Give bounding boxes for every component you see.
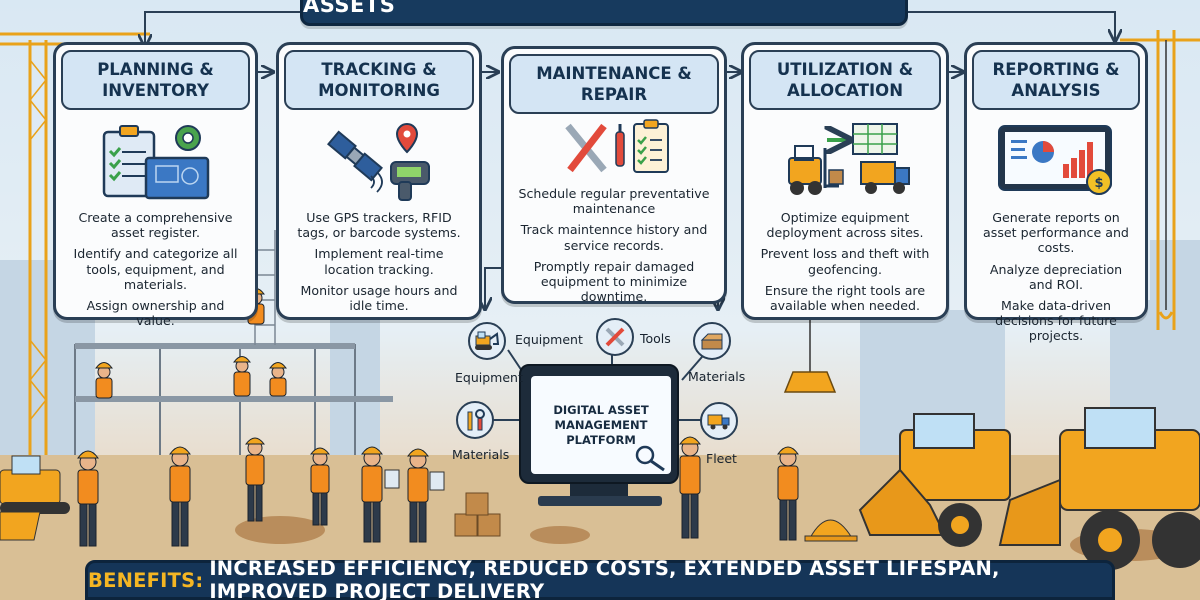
- node-label-equipment-top: Equipment: [515, 332, 583, 347]
- card-description: Generate reports on asset performance an…: [967, 210, 1145, 344]
- card-line: Optimize equipment deployment across sit…: [766, 210, 924, 241]
- card-maintenance-repair: MAINTENANCE & REPAIR Schedule regular pr…: [501, 46, 727, 304]
- card-heading: TRACKING & MONITORING: [284, 50, 474, 110]
- card-planning-inventory: PLANNING & INVENTORY Create a comprehens…: [53, 42, 258, 328]
- infographic-title: HOW CONTRACTORS CAN MANAGE VALUABLE ASSE…: [300, 0, 908, 26]
- card-line: Monitor usage hours and idle time.: [300, 282, 458, 314]
- monitor-base: [538, 496, 662, 506]
- satellite-gps-scanner-icon: [326, 122, 430, 201]
- hand-tools-icon: [456, 401, 494, 439]
- card-line: Identify and categorize all tools, equip…: [73, 246, 238, 292]
- card-line: Schedule regular preventative maintenanc…: [518, 186, 710, 217]
- svg-text:$: $: [1094, 176, 1103, 191]
- card-description: Optimize equipment deployment across sit…: [744, 210, 946, 313]
- card-line: Implement real-time location tracking.: [314, 246, 444, 277]
- card-heading: UTILIZATION & ALLOCATION: [749, 50, 941, 110]
- card-line: Generate reports on asset performance an…: [983, 210, 1129, 256]
- card-heading: PLANNING & INVENTORY: [61, 50, 250, 110]
- node-label-materials-right: Materials: [688, 369, 746, 384]
- card-line: Analyze depreciation and ROI.: [989, 261, 1123, 292]
- node-equipment-top: [468, 322, 506, 360]
- card-line: Create a comprehensive asset register.: [78, 210, 233, 241]
- card-line: Assign ownership and value.: [86, 298, 225, 329]
- tools-icon: [596, 318, 634, 356]
- node-materials-left: [456, 401, 494, 439]
- card-heading: MAINTENANCE & REPAIR: [509, 54, 719, 114]
- card-line: Track maintennce history and service rec…: [520, 222, 708, 253]
- tablet-charts-dollar-icon: $: [998, 125, 1112, 195]
- truck-icon: [700, 402, 738, 440]
- wrench-screwdriver-checklist-icon: [565, 119, 669, 173]
- card-utilization-allocation: UTILIZATION & ALLOCATION Optimize equipm…: [741, 42, 949, 320]
- card-description: Create a comprehensive asset register. I…: [56, 210, 255, 328]
- node-tools: [596, 318, 634, 356]
- node-label-equipment-left: Equipment: [455, 370, 523, 385]
- node-label-tools: Tools: [640, 331, 671, 346]
- card-heading: REPORTING & ANALYSIS: [972, 50, 1140, 110]
- excavator-icon: [468, 322, 506, 360]
- benefits-text: INCREASED EFFICIENCY, REDUCED COSTS, EXT…: [209, 557, 1000, 600]
- node-fleet: [700, 402, 738, 440]
- clipboard-blueprint-gear-icon: [102, 125, 209, 200]
- node-label-fleet: Fleet: [706, 451, 737, 466]
- benefits-lead: BENEFITS:: [88, 568, 204, 592]
- card-description: Use GPS trackers, RFID tags, or barcode …: [279, 210, 479, 313]
- benefits-banner: BENEFITS: INCREASED EFFICIENCY, REDUCED …: [85, 557, 1115, 600]
- card-tracking-monitoring: TRACKING & MONITORING Use GPS trackers, …: [276, 42, 482, 320]
- platform-monitor: DIGITAL ASSET MANAGEMENT PLATFORM: [519, 364, 679, 484]
- card-reporting-analysis: REPORTING & ANALYSIS $ Generate reports …: [964, 42, 1148, 343]
- node-label-materials-left: Materials: [452, 447, 510, 462]
- materials-icon: [693, 322, 731, 360]
- card-line: Use GPS trackers, RFID tags, or barcode …: [297, 210, 461, 241]
- node-materials-right: [693, 322, 731, 360]
- card-description: Schedule regular preventative maintenanc…: [504, 186, 724, 304]
- card-line: Promptly repair damaged equipment to min…: [533, 258, 695, 305]
- card-line: Prevent loss and theft with geofencing.: [760, 246, 930, 277]
- forklift-truck-schedule-icon: [788, 123, 910, 195]
- platform-label: DIGITAL ASSET MANAGEMENT PLATFORM: [531, 376, 671, 474]
- card-line: Make data-driven decisions for future pr…: [995, 298, 1117, 344]
- card-line: Ensure the right tools are available whe…: [764, 282, 926, 314]
- monitor-stand: [570, 484, 628, 498]
